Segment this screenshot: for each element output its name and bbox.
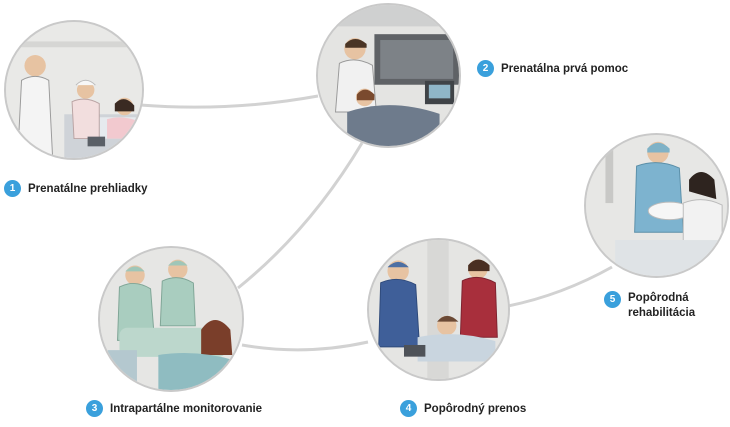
stage-2-photo [316, 3, 461, 148]
prenatal-checkup-illustration [6, 22, 142, 158]
step-4-badge: 4 [400, 400, 417, 417]
stage-4-title: Popôrodný prenos [424, 402, 527, 415]
stage-2-label: 2 Prenatálna prvá pomoc [477, 60, 628, 77]
stage-2-title: Prenatálna prvá pomoc [501, 62, 629, 75]
stage-1-photo [4, 20, 144, 160]
delivery-room-monitoring-illustration [100, 248, 242, 390]
stage-3-photo [98, 246, 244, 392]
connector-1-2 [139, 94, 319, 109]
connector-2-3 [237, 142, 364, 290]
stage-5-title-line-1: Popôrodná [628, 292, 689, 304]
stage-4-label: 4 Popôrodný prenos [400, 400, 526, 417]
step-5-badge: 5 [604, 291, 621, 308]
ambulance-first-aid-illustration [318, 5, 459, 146]
step-2-badge: 2 [477, 60, 494, 77]
stage-5-title-line-2: rehabilitácia [628, 307, 696, 319]
step-1-badge: 1 [4, 180, 21, 197]
postpartum-transport-illustration [369, 240, 508, 379]
stage-5-photo [584, 133, 729, 278]
stage-3-label: 3 Intrapartálne monitorovanie [86, 400, 262, 417]
connector-3-4 [241, 340, 369, 352]
stage-3-title: Intrapartálne monitorovanie [110, 402, 263, 415]
stage-4-photo [367, 238, 510, 381]
postpartum-rehabilitation-illustration [586, 135, 727, 276]
stage-1-label: 1 Prenatálne prehliadky [4, 180, 148, 197]
stage-1-title: Prenatálne prehliadky [28, 182, 148, 195]
connector-4-5 [507, 265, 613, 308]
stage-5-label: 5 Popôrodná rehabilitácia [604, 291, 695, 321]
step-3-badge: 3 [86, 400, 103, 417]
